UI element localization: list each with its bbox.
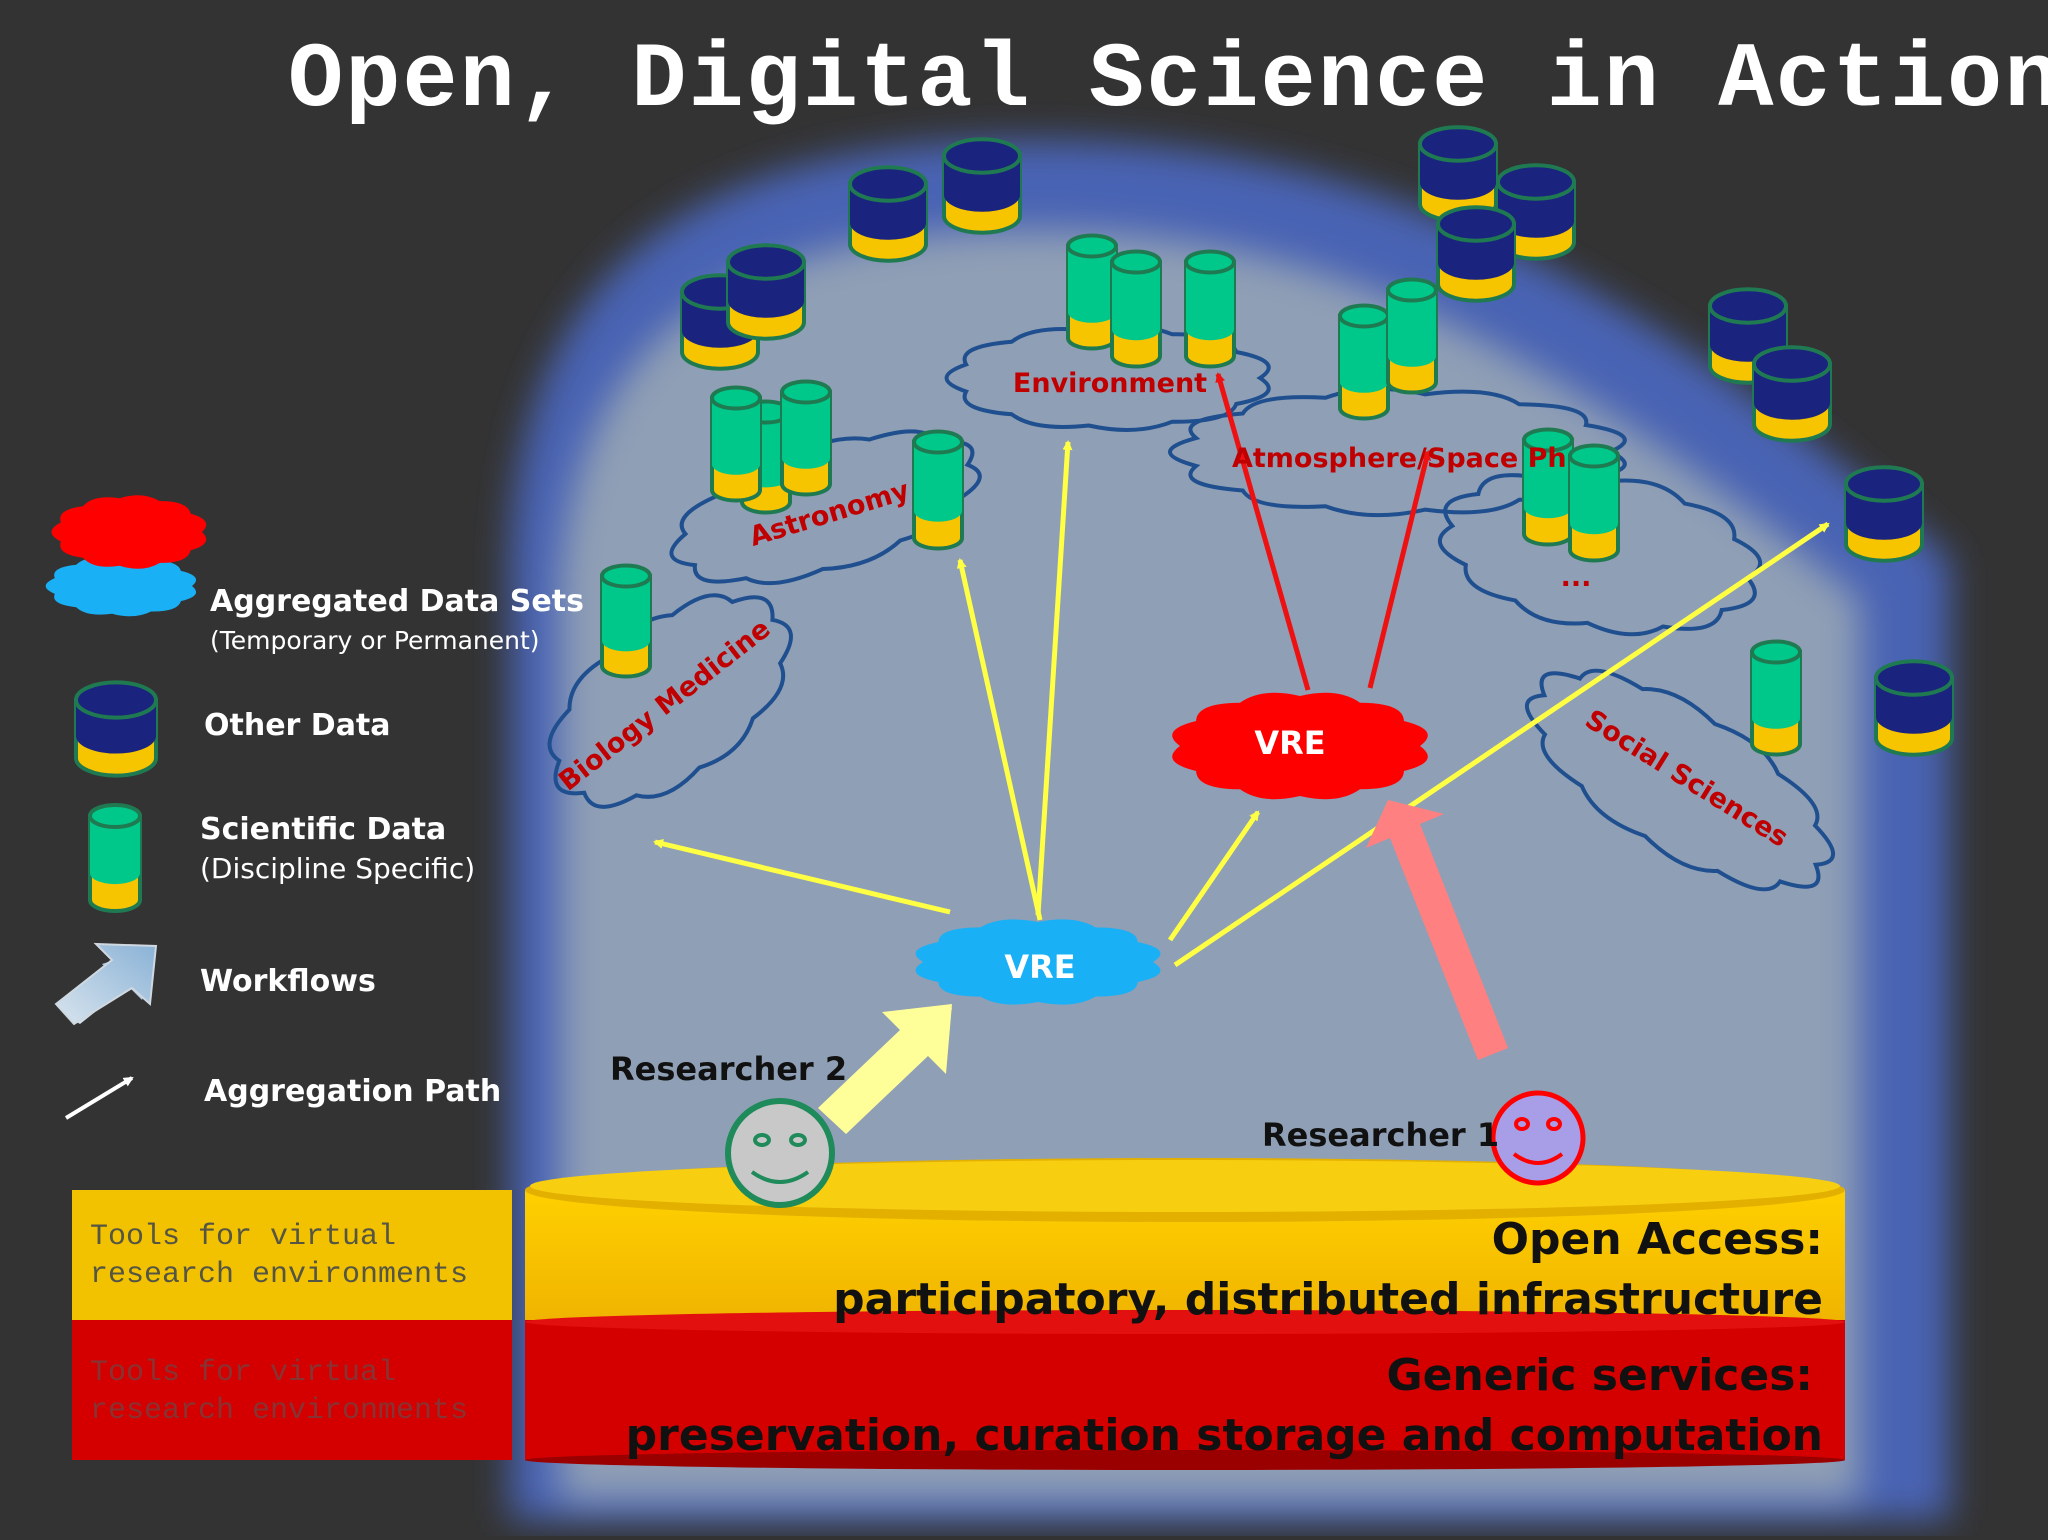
vre-red-label: VRE bbox=[1254, 724, 1325, 762]
workflow-arrow-researcher-2 bbox=[818, 1004, 952, 1134]
scientific-data-cylinder-icon bbox=[600, 563, 652, 679]
aggregation-path-arrow-icon bbox=[64, 1076, 134, 1120]
other-data-cylinder-icon bbox=[1874, 659, 1954, 757]
red-path-arrow-6 bbox=[1215, 372, 1311, 691]
aggregation-paths bbox=[653, 372, 1830, 968]
other-data-cylinder-icon bbox=[1496, 163, 1576, 261]
other-data-cylinder-icon bbox=[1752, 345, 1832, 443]
scientific-data-cylinder-icon bbox=[1338, 303, 1390, 421]
ellipsis-label: ... bbox=[1561, 562, 1592, 593]
generic-services-band bbox=[525, 1310, 1845, 1470]
yellow-path-arrow-5 bbox=[1173, 521, 1830, 968]
data-cylinders bbox=[600, 125, 1954, 757]
scientific-data-cylinder-icon bbox=[1386, 277, 1438, 395]
other-data-cylinder-icon bbox=[1418, 125, 1498, 223]
scientific-data-cylinder-icon bbox=[1066, 233, 1118, 351]
legend-other-data-label: Other Data bbox=[204, 708, 391, 743]
scientific-data-cylinder-icon bbox=[912, 429, 964, 551]
yellow-path-arrow-1 bbox=[1035, 440, 1073, 916]
other-data-cylinder-icon bbox=[942, 137, 1022, 235]
legend-aggregated-sub: (Temporary or Permanent) bbox=[210, 626, 540, 655]
legend-other-cylinder bbox=[74, 680, 158, 778]
environment-label: Environment bbox=[1013, 368, 1207, 399]
generic-services-text: Generic services: preservation, curation… bbox=[626, 1350, 1823, 1462]
legend-aggregated-label: Aggregated Data Sets bbox=[210, 584, 584, 619]
social-sciences-cloud bbox=[1525, 668, 1835, 892]
vre-red-cloud[interactable]: VRE bbox=[1172, 692, 1428, 800]
environment-cloud bbox=[944, 324, 1271, 432]
atmosphere-space-cloud bbox=[1167, 386, 1627, 518]
open-access-title: Open Access: bbox=[1491, 1214, 1823, 1265]
vre-red-cloud-shape bbox=[1172, 692, 1428, 800]
other-data-cylinder-icon bbox=[1436, 205, 1516, 303]
tools-yellow-text: Tools for virtual research environments bbox=[90, 1220, 469, 1292]
legend-scientific-cylinder bbox=[88, 803, 142, 913]
discipline-clouds bbox=[547, 324, 1835, 892]
other-data-cylinder-icon bbox=[726, 243, 806, 341]
workflow-arrow-researcher-1 bbox=[1366, 800, 1508, 1060]
yellow-path-arrow-2 bbox=[956, 558, 1043, 921]
atmosphere-label: Atmosphere/Space Ph bbox=[1232, 443, 1567, 474]
researcher-2-face-icon[interactable] bbox=[725, 1098, 835, 1208]
generic-services-sub: preservation, curation storage and compu… bbox=[625, 1410, 1823, 1461]
legend-scientific-data-sub: (Discipline Specific) bbox=[200, 852, 476, 885]
scientific-data-cylinder-icon bbox=[88, 803, 142, 913]
open-access-sub: participatory, distributed infrastructur… bbox=[833, 1274, 1823, 1325]
scientific-data-cylinder-icon bbox=[710, 385, 762, 503]
legend-scientific-data-label: Scientific Data bbox=[200, 812, 447, 847]
other-data-cylinder-icon bbox=[1844, 465, 1924, 563]
scientific-data-cylinder-icon bbox=[1184, 249, 1236, 369]
yellow-path-arrow-4 bbox=[1167, 810, 1261, 942]
legend-aggregation-path-label: Aggregation Path bbox=[204, 1074, 502, 1109]
astronomy-cloud bbox=[669, 429, 982, 586]
researcher-1-label: Researcher 1 bbox=[1262, 1116, 1499, 1154]
other-data-cylinder-icon bbox=[74, 680, 158, 778]
aggregated-cloud-icon bbox=[45, 495, 207, 617]
researcher-2-label: Researcher 2 bbox=[610, 1050, 847, 1088]
yellow-path-arrow-3 bbox=[653, 838, 951, 915]
vre-blue-cloud-shape bbox=[915, 919, 1161, 1005]
red-path-arrow-7 bbox=[1367, 450, 1431, 689]
vre-blue-cloud[interactable]: VRE bbox=[915, 919, 1161, 1005]
ellipsis-cloud bbox=[1437, 467, 1763, 637]
other-data-cylinder-icon bbox=[848, 165, 928, 263]
scientific-data-cylinder-icon bbox=[1750, 639, 1802, 757]
page-title: Open, Digital Science in Action bbox=[288, 28, 2048, 133]
scientific-data-cylinder-icon bbox=[1110, 249, 1162, 369]
legend-workflows-label: Workflows bbox=[200, 964, 376, 999]
scientific-data-cylinder-icon bbox=[1568, 443, 1620, 563]
tools-red-text: Tools for virtual research environments bbox=[90, 1356, 469, 1428]
tools-boxes bbox=[72, 1190, 512, 1460]
workflow-arrow-icon bbox=[54, 942, 158, 1026]
generic-services-title: Generic services: bbox=[1386, 1350, 1813, 1401]
vre-blue-label: VRE bbox=[1004, 948, 1075, 986]
open-access-text: Open Access: participatory, distributed … bbox=[833, 1212, 1823, 1325]
biology-medicine-cloud bbox=[547, 593, 793, 809]
scientific-data-cylinder-icon bbox=[780, 379, 832, 497]
researcher-1-face-icon[interactable] bbox=[1490, 1090, 1586, 1186]
